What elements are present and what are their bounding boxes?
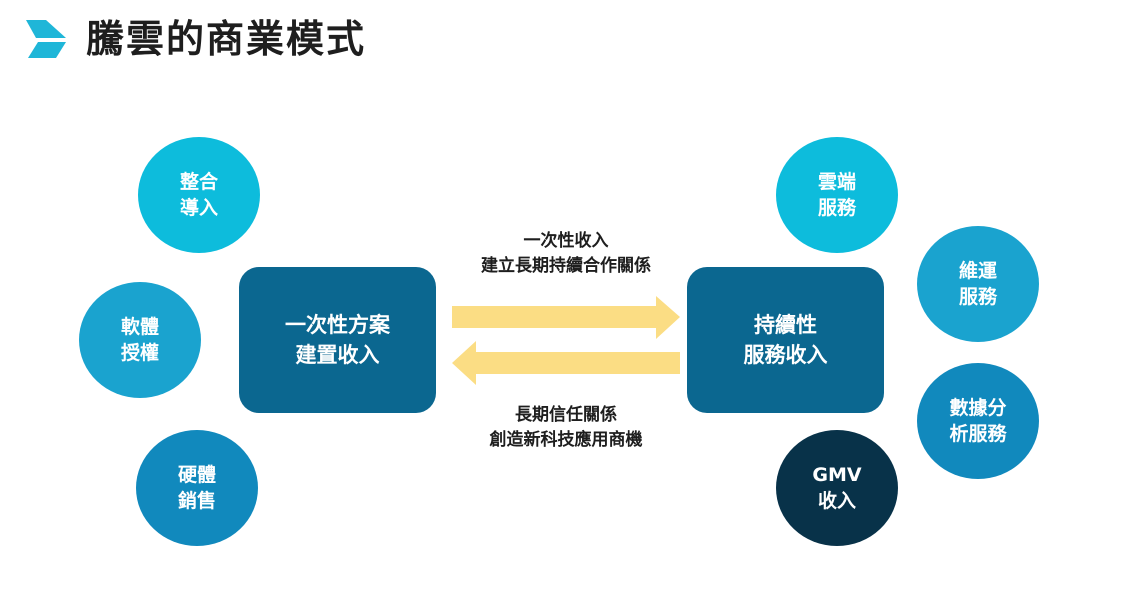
maintenance-service-line2: 服務 xyxy=(958,286,997,308)
one-time-revenue-line1: 一次性方案 xyxy=(285,313,390,337)
hardware-sales-line1: 硬體 xyxy=(177,464,216,486)
software-license-line1: 軟體 xyxy=(120,316,159,338)
backward-flow-label: 長期信任關係 創造新科技應用商機 xyxy=(446,403,686,453)
backward-arrow xyxy=(452,341,680,385)
recurring-revenue-line1: 持續性 xyxy=(754,313,817,337)
gmv-revenue-circle: GMV 收入 xyxy=(776,430,898,546)
page-title: 騰雲的商業模式 xyxy=(86,17,367,61)
one-time-revenue-box: 一次性方案 建置收入 xyxy=(239,267,436,413)
chevron-arrow-logo-icon xyxy=(26,20,66,58)
cloud-service-line2: 服務 xyxy=(817,197,856,219)
backward-flow-line1: 長期信任關係 xyxy=(515,405,617,425)
cloud-service-circle: 雲端 服務 xyxy=(776,137,898,253)
data-analytics-line2: 析服務 xyxy=(949,423,1007,445)
data-analytics-circle: 數據分 析服務 xyxy=(917,363,1039,479)
recurring-revenue-line2: 服務收入 xyxy=(743,343,828,367)
software-license-circle: 軟體 授權 xyxy=(79,282,201,398)
integration-line2: 導入 xyxy=(179,197,218,219)
maintenance-service-circle: 維運 服務 xyxy=(917,226,1039,342)
gmv-revenue-line2: 收入 xyxy=(817,490,856,512)
hardware-sales-circle: 硬體 銷售 xyxy=(136,430,258,546)
integration-circle: 整合 導入 xyxy=(138,137,260,253)
recurring-revenue-box: 持續性 服務收入 xyxy=(687,267,884,413)
gmv-revenue-line1: GMV xyxy=(812,464,862,486)
forward-flow-line1: 一次性收入 xyxy=(523,231,609,251)
backward-flow-line2: 創造新科技應用商機 xyxy=(489,430,643,450)
maintenance-service-line1: 維運 xyxy=(958,260,997,282)
software-license-line2: 授權 xyxy=(120,342,159,364)
one-time-revenue-line2: 建置收入 xyxy=(295,343,380,367)
integration-line1: 整合 xyxy=(179,171,218,193)
cloud-service-line1: 雲端 xyxy=(817,171,856,193)
forward-flow-line2: 建立長期持續合作關係 xyxy=(481,256,651,276)
forward-flow-label: 一次性收入 建立長期持續合作關係 xyxy=(446,229,686,279)
forward-arrow xyxy=(452,296,680,339)
data-analytics-line1: 數據分 xyxy=(949,397,1007,419)
hardware-sales-line2: 銷售 xyxy=(177,490,216,512)
